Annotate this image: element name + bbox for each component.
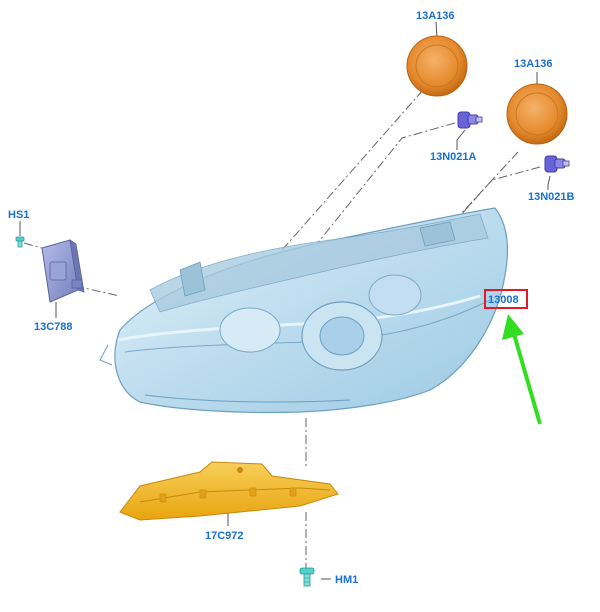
part-label: 13N021B (528, 191, 575, 203)
bulb-cover-cap-icon (406, 35, 468, 97)
part-labels: 13A136 13A136 13N021A 13N021B HS1 13C788… (8, 10, 575, 586)
part-label: HS1 (8, 209, 29, 221)
pointer-arrow-icon (502, 314, 542, 425)
part-label: 13N021A (430, 151, 477, 163)
bulb-icon (457, 111, 483, 129)
control-module-icon (41, 239, 85, 303)
mounting-bracket-icon (119, 461, 339, 521)
bulb-icon (544, 155, 570, 173)
part-label: 13A136 (416, 10, 455, 22)
part-label: 13A136 (514, 58, 553, 70)
headlamp-assembly-icon (99, 207, 509, 414)
part-label: 13C788 (34, 321, 73, 333)
part-label: HM1 (335, 574, 358, 586)
part-label: 17C972 (205, 530, 244, 542)
screw-icon (299, 567, 315, 587)
highlight-box (484, 289, 528, 309)
bulb-cover-cap-icon (506, 83, 568, 145)
screw-icon (15, 236, 25, 248)
part-label: 13008 (488, 294, 519, 306)
